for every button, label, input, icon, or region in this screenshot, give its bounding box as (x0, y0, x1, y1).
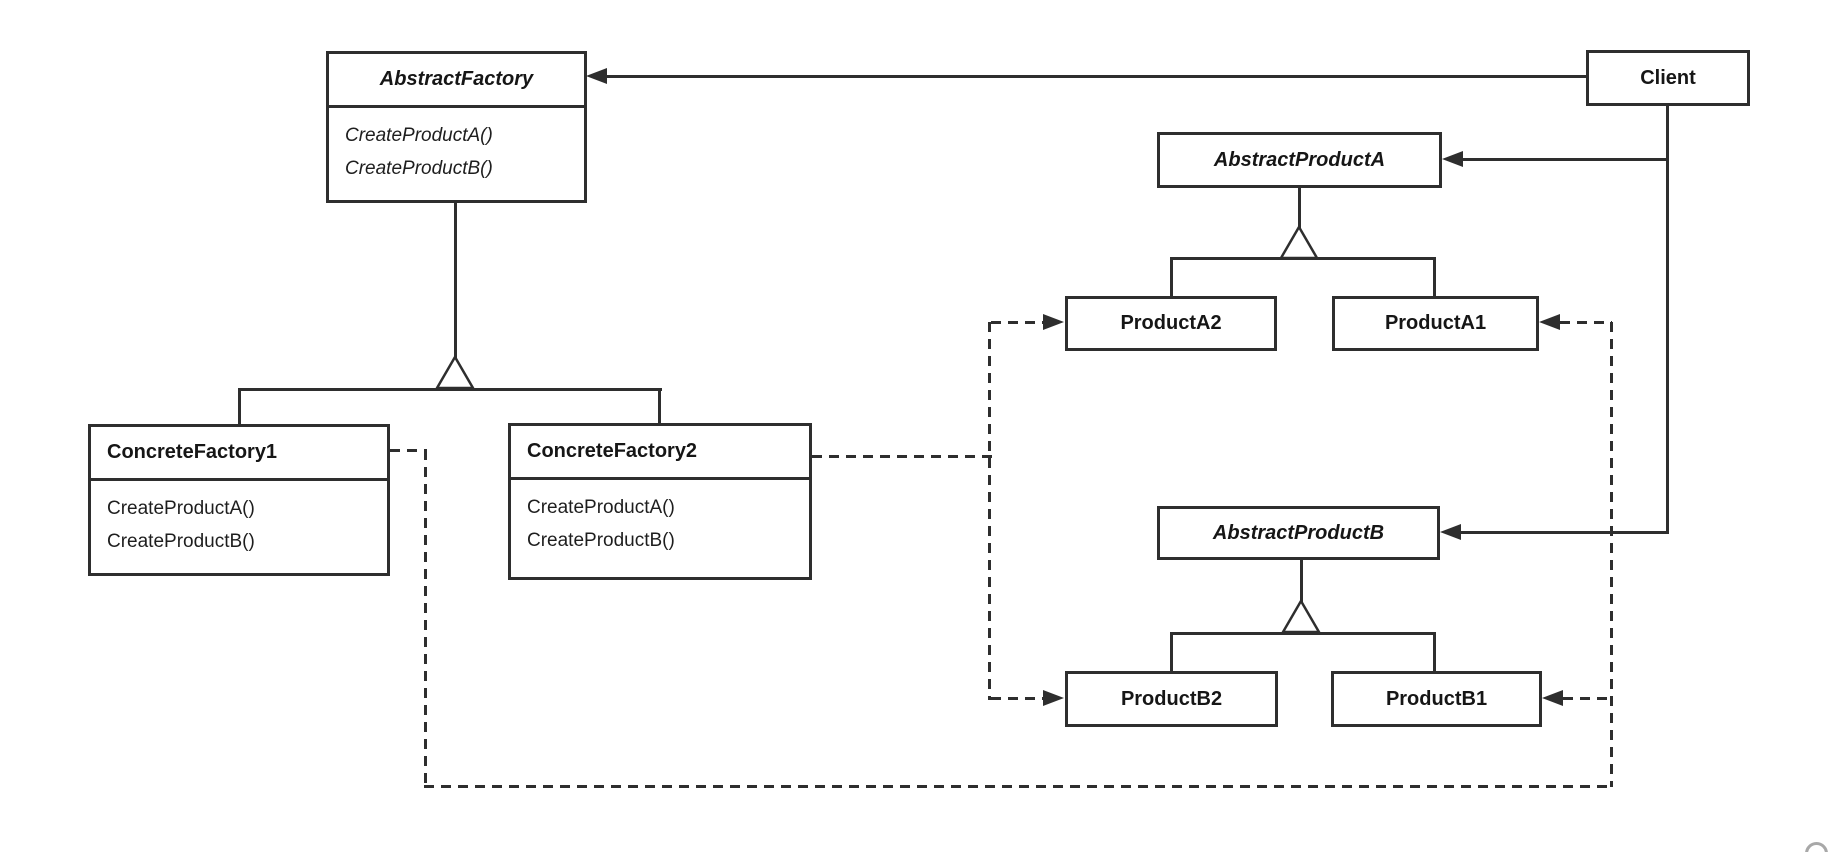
class-box-abstractfactory: AbstractFactory CreateProductA() CreateP… (326, 51, 587, 203)
class-box-producta1: ProductA1 (1332, 296, 1539, 351)
dashed-arrowhead-into-producta2 (1043, 314, 1064, 330)
method-createproducta: CreateProductA() (527, 497, 675, 518)
class-title-productb1: ProductB1 (1385, 687, 1488, 710)
class-box-producta2: ProductA2 (1065, 296, 1277, 351)
dashed-arrowhead-into-productb2 (1043, 690, 1064, 706)
inheritance-drop-producta2 (1170, 257, 1173, 296)
solid-arrowhead-into-abstractproductb (1440, 524, 1461, 540)
class-title-concretefactory2: ConcreteFactory2 (511, 426, 809, 480)
method-compartment-abstractfactory: CreateProductA() CreateProductB() (329, 108, 584, 185)
class-title-producta2: ProductA2 (1120, 312, 1222, 334)
creates-line-vertical-left (988, 322, 991, 700)
method-createproductb: CreateProductB() (345, 158, 493, 179)
method-createproducta: CreateProductA() (107, 498, 255, 519)
class-title-concretefactory1: ConcreteFactory1 (91, 427, 387, 481)
class-title-abstractproducta: AbstractProductA (1213, 148, 1386, 171)
solid-arrowhead-into-abstractproducta (1442, 151, 1463, 167)
creates-line-concretefactory2-out (812, 455, 992, 458)
dashed-arrowhead-into-productb1 (1542, 690, 1563, 706)
inheritance-stem-abstractfactory (454, 203, 457, 359)
inheritance-stem-abstractproductb (1300, 560, 1303, 603)
creates-line-into-producta2 (991, 321, 1045, 324)
class-title-client: Client (1640, 66, 1696, 89)
cropped-page-number-mark (1805, 842, 1828, 852)
inheritance-branch-productsb (1171, 632, 1436, 635)
method-compartment-concretefactory1: CreateProductA() CreateProductB() (91, 481, 387, 558)
class-box-productb2: ProductB2 (1065, 671, 1278, 727)
inheritance-drop-concretefactory2 (658, 388, 661, 423)
class-title-abstractfactory: AbstractFactory (329, 54, 584, 108)
inheritance-branch-productsa (1171, 257, 1436, 260)
method-compartment-concretefactory2: CreateProductA() CreateProductB() (511, 480, 809, 557)
class-title-producta1: ProductA1 (1384, 312, 1487, 334)
inheritance-stem-abstractproducta (1298, 188, 1301, 230)
creates-line-into-productb1 (1563, 697, 1612, 700)
class-box-abstractproducta: AbstractProductA (1157, 132, 1442, 188)
creates-line-bottom (424, 785, 1614, 788)
inheritance-drop-producta1 (1433, 257, 1436, 296)
class-box-concretefactory1: ConcreteFactory1 CreateProductA() Create… (88, 424, 390, 576)
inheritance-drop-productb2 (1170, 632, 1173, 671)
association-line-client-abstractfactory (606, 75, 1586, 78)
creates-line-vertical-right (1610, 322, 1613, 787)
inheritance-drop-productb1 (1433, 632, 1436, 671)
inheritance-branch-factories (239, 388, 662, 391)
creates-line-into-productb2 (991, 697, 1045, 700)
class-box-productb1: ProductB1 (1331, 671, 1542, 727)
creates-line-concretefactory1-out (390, 449, 427, 452)
creates-line-into-producta1 (1560, 321, 1612, 324)
creates-line-vertical-factory1 (424, 450, 427, 788)
method-createproducta: CreateProductA() (345, 125, 493, 146)
solid-arrowhead-into-abstractfactory (586, 68, 607, 84)
class-box-client: Client (1586, 50, 1750, 106)
dashed-arrowhead-into-producta1 (1539, 314, 1560, 330)
inheritance-drop-concretefactory1 (238, 388, 241, 424)
association-line-client-abstractproductb (1460, 531, 1669, 534)
association-line-client-stem (1666, 106, 1669, 534)
class-title-productb2: ProductB2 (1120, 687, 1223, 710)
class-title-abstractproductb: AbstractProductB (1212, 521, 1385, 544)
class-box-concretefactory2: ConcreteFactory2 CreateProductA() Create… (508, 423, 812, 580)
association-line-client-abstractproducta (1462, 158, 1669, 161)
class-box-abstractproductb: AbstractProductB (1157, 506, 1440, 560)
method-createproductb: CreateProductB() (527, 530, 675, 551)
method-createproductb: CreateProductB() (107, 531, 255, 552)
